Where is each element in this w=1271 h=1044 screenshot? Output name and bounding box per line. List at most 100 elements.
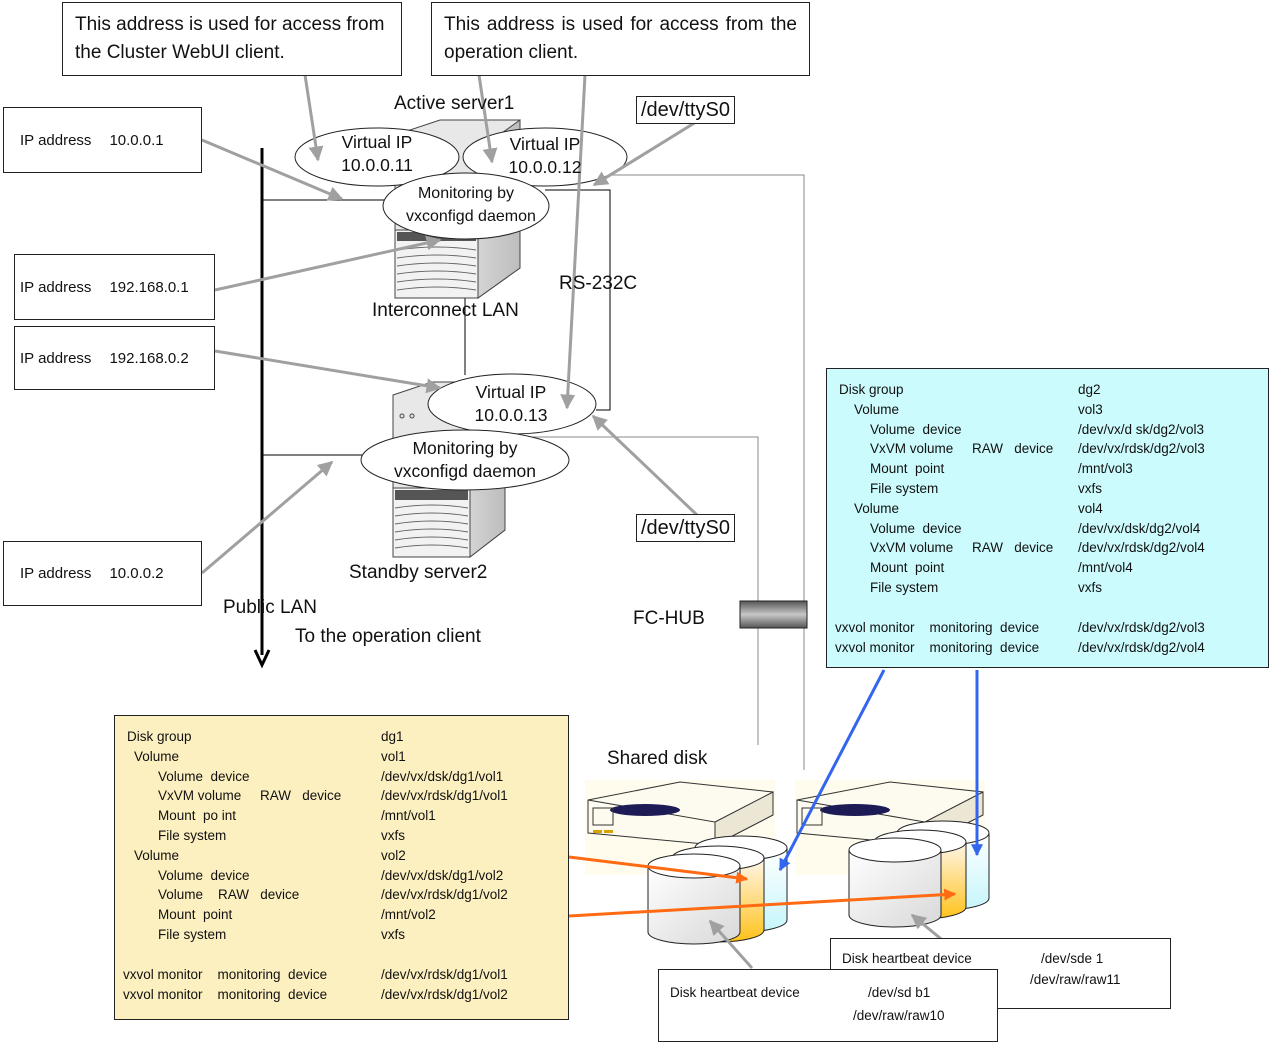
shared-disk-label: Shared disk bbox=[607, 748, 708, 769]
arrow-ip4-to-server2 bbox=[201, 460, 334, 575]
config-value: vol4 bbox=[1078, 500, 1103, 516]
config-value: /mnt/vol4 bbox=[1078, 560, 1133, 576]
operation-note-text: This address is used for access from the… bbox=[444, 14, 797, 63]
fc-link-server2 bbox=[510, 436, 759, 745]
config-key: Mount point bbox=[158, 907, 233, 923]
heartbeat-dev2: /dev/raw/raw11 bbox=[1030, 972, 1121, 987]
vip2: Virtual IP 10.0.0.12 bbox=[485, 133, 605, 179]
ip-label: IP address bbox=[20, 278, 92, 296]
dg2-arrows bbox=[778, 669, 983, 872]
heartbeat-dev2: /dev/raw/raw10 bbox=[853, 1008, 945, 1023]
heartbeat-dev1: /dev/sde 1 bbox=[1041, 951, 1104, 966]
config-value: /mnt/vol1 bbox=[381, 808, 436, 824]
config-key: VxVM volume RAW device bbox=[870, 441, 1054, 457]
config-key: File system bbox=[158, 828, 227, 843]
dg1-arrows bbox=[568, 855, 957, 918]
ip-value: 192.168.0.1 bbox=[109, 278, 189, 296]
config-value: vol1 bbox=[381, 748, 406, 764]
arrow-ip1-to-server1 bbox=[201, 138, 344, 201]
config-value: vxfs bbox=[1078, 481, 1103, 496]
config-value: /dev/vx/dsk/dg2/vol4 bbox=[1078, 520, 1201, 536]
config-key: File system bbox=[870, 481, 939, 496]
monitor1-line1: Monitoring by bbox=[417, 185, 515, 202]
ip-box-192-168-0-2: IP address 192.168.0.2 bbox=[14, 326, 215, 390]
to-operation-client-label: To the operation client bbox=[295, 626, 481, 647]
config-value: vxfs bbox=[1078, 580, 1103, 595]
config-key: Volume bbox=[854, 401, 900, 417]
vip3: Virtual IP 10.0.0.13 bbox=[451, 381, 571, 427]
config-key: Volume bbox=[854, 500, 900, 516]
ip-value: 10.0.0.2 bbox=[109, 565, 164, 582]
monitor-key: vxvol monitor monitoring device bbox=[835, 620, 1040, 635]
monitor-value: /dev/vx/rdsk/dg2/vol4 bbox=[1078, 639, 1205, 655]
heartbeat-box-sdb1: Disk heartbeat device /dev/sd b1 /dev/ra… bbox=[658, 969, 998, 1042]
monitor2: Monitoring by vxconfigd daemon bbox=[385, 437, 545, 483]
config-value: dg2 bbox=[1078, 382, 1101, 397]
monitor-value: /dev/vx/rdsk/dg2/vol3 bbox=[1078, 620, 1205, 635]
arrow-operation-to-vip3 bbox=[560, 74, 587, 410]
arrow-webui-to-vip1 bbox=[303, 74, 324, 162]
config-value: /dev/vx/rdsk/dg1/vol2 bbox=[381, 887, 508, 903]
public-lan-arrowhead bbox=[253, 649, 271, 669]
config-key: Disk group bbox=[839, 382, 904, 397]
arrow-dg2-vol3 bbox=[778, 669, 886, 872]
config-value: vxfs bbox=[381, 927, 406, 942]
config-key: Volume device bbox=[158, 768, 250, 784]
config-key: Mount point bbox=[870, 461, 945, 477]
ip-box-10-0-0-1: IP address 10.0.0.1 bbox=[3, 107, 202, 173]
standby-server-label: Standby server2 bbox=[349, 562, 488, 583]
arrow-tty-top bbox=[592, 120, 697, 187]
vip3-value: 10.0.0.13 bbox=[474, 405, 548, 425]
config-key: Disk group bbox=[127, 729, 192, 744]
rs232c-label: RS-232C bbox=[559, 273, 638, 294]
config-value: vxfs bbox=[381, 828, 406, 843]
monitor-key: vxvol monitor monitoring device bbox=[123, 986, 328, 1002]
config-value: /mnt/vol3 bbox=[1078, 461, 1133, 477]
monitor2-line1: Monitoring by bbox=[412, 438, 518, 458]
config-value: vol2 bbox=[381, 847, 406, 863]
monitor1: Monitoring by vxconfigd daemon bbox=[406, 182, 536, 228]
ip-label: IP address bbox=[20, 565, 92, 582]
fc-link-server1 bbox=[525, 174, 805, 770]
config-key: VxVM volume RAW device bbox=[158, 788, 342, 804]
ip-box-192-168-0-1: IP address 192.168.0.1 bbox=[14, 254, 215, 320]
config-value: /dev/vx/rdsk/dg1/vol1 bbox=[381, 788, 508, 804]
arrow-dg1-vol2 bbox=[568, 888, 957, 918]
monitor-value: /dev/vx/rdsk/dg1/vol2 bbox=[381, 986, 508, 1002]
fc-hub-device bbox=[739, 600, 808, 629]
config-key: Volume device bbox=[158, 867, 250, 883]
ellipses bbox=[294, 127, 628, 491]
config-value: /dev/vx/rdsk/dg2/vol3 bbox=[1078, 441, 1205, 457]
tty-bottom: /dev/ttyS0 bbox=[636, 514, 735, 542]
ip-value: 192.168.0.2 bbox=[109, 349, 189, 367]
arrow-ip2-to-server1 bbox=[214, 235, 442, 292]
callout-arrows bbox=[201, 74, 964, 969]
public-lan-label: Public LAN bbox=[223, 597, 317, 618]
vip2-label: Virtual IP bbox=[509, 134, 581, 154]
monitor-ellipse-2 bbox=[360, 429, 570, 491]
config-key: File system bbox=[870, 580, 939, 595]
arrow-operation-to-vip2 bbox=[477, 74, 498, 164]
config-key: Volume bbox=[134, 748, 180, 764]
config-value: /dev/vx/rdsk/dg2/vol4 bbox=[1078, 540, 1205, 556]
ip-label: IP address bbox=[20, 131, 92, 149]
interconnect-lan-label: Interconnect LAN bbox=[372, 300, 519, 321]
arrow-dg1-vol1 bbox=[568, 855, 749, 884]
heartbeat-dev1: /dev/sd b1 bbox=[868, 985, 931, 1000]
arrow-hb-b1 bbox=[708, 919, 754, 969]
config-value: /dev/vx/dsk/dg1/vol1 bbox=[381, 768, 504, 784]
config-value: dg1 bbox=[381, 729, 404, 744]
vip-ellipse-1 bbox=[294, 127, 460, 187]
vip1-value: 10.0.0.11 bbox=[341, 155, 413, 175]
vip2-value: 10.0.0.12 bbox=[508, 157, 582, 177]
active-server-label: Active server1 bbox=[394, 93, 515, 114]
heartbeat-label: Disk heartbeat device bbox=[842, 951, 972, 966]
ip-label: IP address bbox=[20, 349, 92, 367]
disk-cylinders-1 bbox=[647, 835, 788, 945]
vip3-label: Virtual IP bbox=[475, 382, 547, 402]
config-key: VxVM volume RAW device bbox=[870, 540, 1054, 556]
config-value: /dev/vx/dsk/dg1/vol2 bbox=[381, 867, 504, 883]
